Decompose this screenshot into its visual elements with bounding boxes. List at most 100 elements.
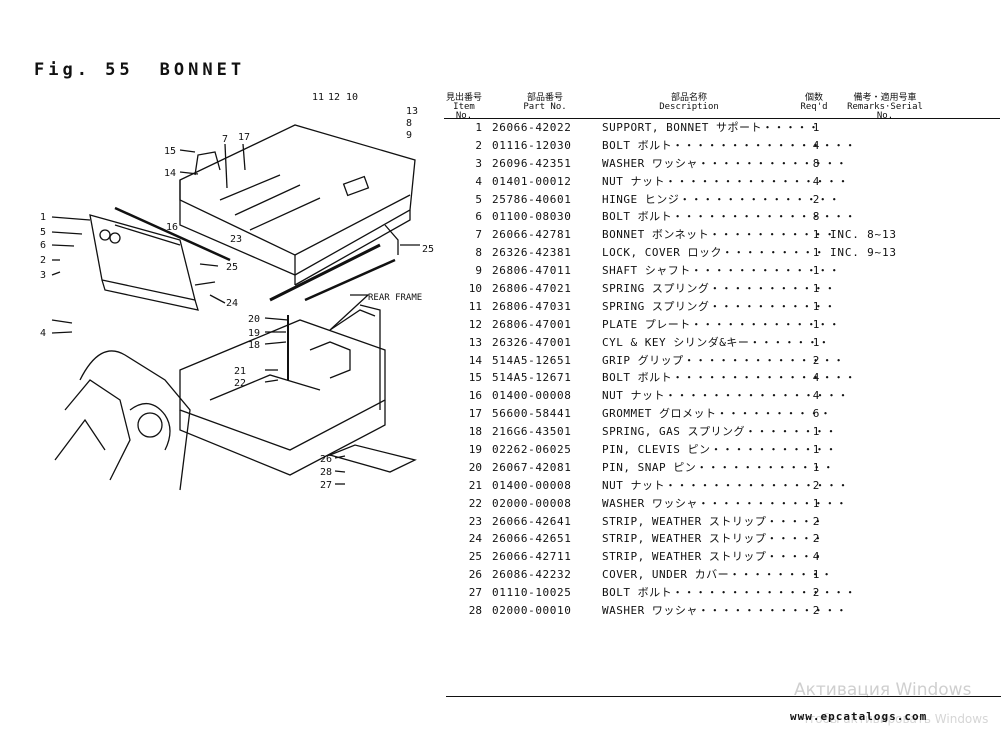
cell-item-no: 13 [468, 335, 482, 349]
cell-part-no: 26806-47001 [492, 317, 572, 331]
cell-qty: 4 [812, 138, 820, 152]
cell-part-no: 26326-42381 [492, 246, 572, 260]
cell-item-no: 6 [475, 210, 482, 224]
cell-description: PIN, CLEVIS ピン・・・・・・・・・・・ [602, 443, 837, 457]
cell-qty: 4 [812, 371, 820, 385]
cell-description: PLATE プレート・・・・・・・・・・・・・ [602, 317, 841, 331]
cell-item-no: 24 [468, 532, 482, 546]
cell-qty: 8 [812, 210, 820, 224]
cell-part-no: 26326-47001 [492, 335, 572, 349]
cell-description: CYL & KEY シリンダ&キー・・・・・・・ [602, 335, 830, 349]
cell-item-no: 20 [468, 460, 482, 474]
cell-item-no: 2 [475, 138, 482, 152]
cell-part-no: 514A5-12651 [492, 353, 572, 367]
cell-description: COVER, UNDER カバー・・・・・・・・・ [602, 568, 833, 582]
cell-part-no: 02262-06025 [492, 443, 572, 457]
callout-23: 23 [230, 234, 242, 245]
cell-item-no: 8 [475, 246, 482, 260]
cell-qty: 2 [812, 604, 820, 618]
cell-qty: 1 [812, 443, 820, 457]
cell-description: WASHER ワッシャ・・・・・・・・・・・・・ [602, 496, 848, 510]
cell-qty: 1 [812, 460, 820, 474]
callout-24: 24 [226, 298, 238, 309]
cell-description: BOLT ボルト・・・・・・・・・・・・・・・・ [602, 371, 857, 385]
cell-description: LOCK, COVER ロック・・・・・・・・・ [602, 246, 826, 260]
cell-item-no: 21 [468, 478, 482, 492]
cell-part-no: 01400-00008 [492, 389, 572, 403]
callout-25a: 25 [226, 262, 238, 273]
cell-description: WASHER ワッシャ・・・・・・・・・・・・・ [602, 604, 848, 618]
callout-2: 2 [40, 255, 46, 266]
cell-description: SHAFT シャフト・・・・・・・・・・・・・ [602, 264, 841, 278]
activation-watermark: Активация Windows [794, 680, 972, 700]
cell-qty: 1 [812, 496, 820, 510]
header-part-en: Part No. [523, 102, 567, 112]
header-rem-en: Remarks·Serial No. [847, 102, 923, 121]
table-row: 20 26067-42081 PIN, SNAP ピン・・・・・・・・・・・・1 [444, 459, 1000, 477]
cell-item-no: 22 [468, 496, 482, 510]
cell-part-no: 26066-42022 [492, 121, 572, 134]
cell-item-no: 5 [475, 192, 482, 206]
header-qty-jp: 個数 [804, 93, 823, 103]
cell-description: SUPPORT, BONNET サポート・・・・・ [602, 121, 820, 134]
table-row: 19 02262-06025 PIN, CLEVIS ピン・・・・・・・・・・・1 [444, 441, 1000, 459]
header-item-no: 見出番号 Item No. [444, 94, 484, 121]
cell-part-no: 26066-42651 [492, 532, 572, 546]
cell-part-no: 26086-42232 [492, 568, 572, 582]
cell-part-no: 02000-00010 [492, 604, 572, 618]
cell-description: SPRING スプリング・・・・・・・・・・・ [602, 282, 836, 296]
callout-15: 15 [164, 146, 176, 157]
cell-description: SPRING, GAS スプリング・・・・・・・・ [602, 425, 837, 439]
cell-part-no: 26066-42641 [492, 514, 572, 528]
cell-description: PIN, SNAP ピン・・・・・・・・・・・・ [602, 460, 835, 474]
rear-frame-label: REAR FRAME [368, 293, 422, 303]
cell-qty: 6 [812, 407, 820, 421]
cell-description: BOLT ボルト・・・・・・・・・・・・・・・・ [602, 586, 857, 600]
figure-number: Fig. 55 [34, 60, 134, 80]
cell-description: NUT ナット・・・・・・・・・・・・・・・・ [602, 174, 849, 188]
cell-description: HINGE ヒンジ・・・・・・・・・・・・・・ [602, 192, 841, 206]
callout-13: 13 [406, 106, 418, 117]
cell-description: NUT ナット・・・・・・・・・・・・・・・・ [602, 478, 849, 492]
cell-item-no: 7 [475, 228, 482, 242]
cell-qty: 1 [812, 425, 820, 439]
bonnet-exploded-diagram: 1 2 3 4 5 6 7 8 9 10 11 12 13 14 15 16 1… [40, 92, 434, 491]
cell-part-no: 26067-42081 [492, 460, 572, 474]
cell-qty: 1 [812, 568, 820, 582]
callout-27: 27 [320, 480, 332, 491]
cell-qty: 1 [812, 282, 820, 296]
cell-qty: 2 [812, 192, 820, 206]
cell-part-no: 26066-42711 [492, 550, 572, 564]
cell-part-no: 25786-40601 [492, 192, 572, 206]
cell-qty: 2 [812, 514, 820, 528]
cell-item-no: 19 [468, 443, 482, 457]
cell-qty: 4 [812, 174, 820, 188]
cell-item-no: 14 [468, 353, 482, 367]
cell-part-no: 01400-00008 [492, 478, 572, 492]
callout-18: 18 [248, 340, 260, 351]
header-item-en: Item No. [453, 102, 475, 121]
cell-qty: 1 [812, 121, 820, 134]
cell-description: STRIP, WEATHER ストリップ・・・・・ [602, 514, 824, 528]
callout-3: 3 [40, 270, 46, 281]
cell-qty: 4 [812, 550, 820, 564]
callout-12: 12 [328, 92, 340, 103]
callout-1: 1 [40, 212, 46, 223]
callout-5: 5 [40, 227, 46, 238]
cell-item-no: 4 [475, 174, 482, 188]
cell-part-no: 26096-42351 [492, 156, 572, 170]
cell-item-no: 16 [468, 389, 482, 403]
